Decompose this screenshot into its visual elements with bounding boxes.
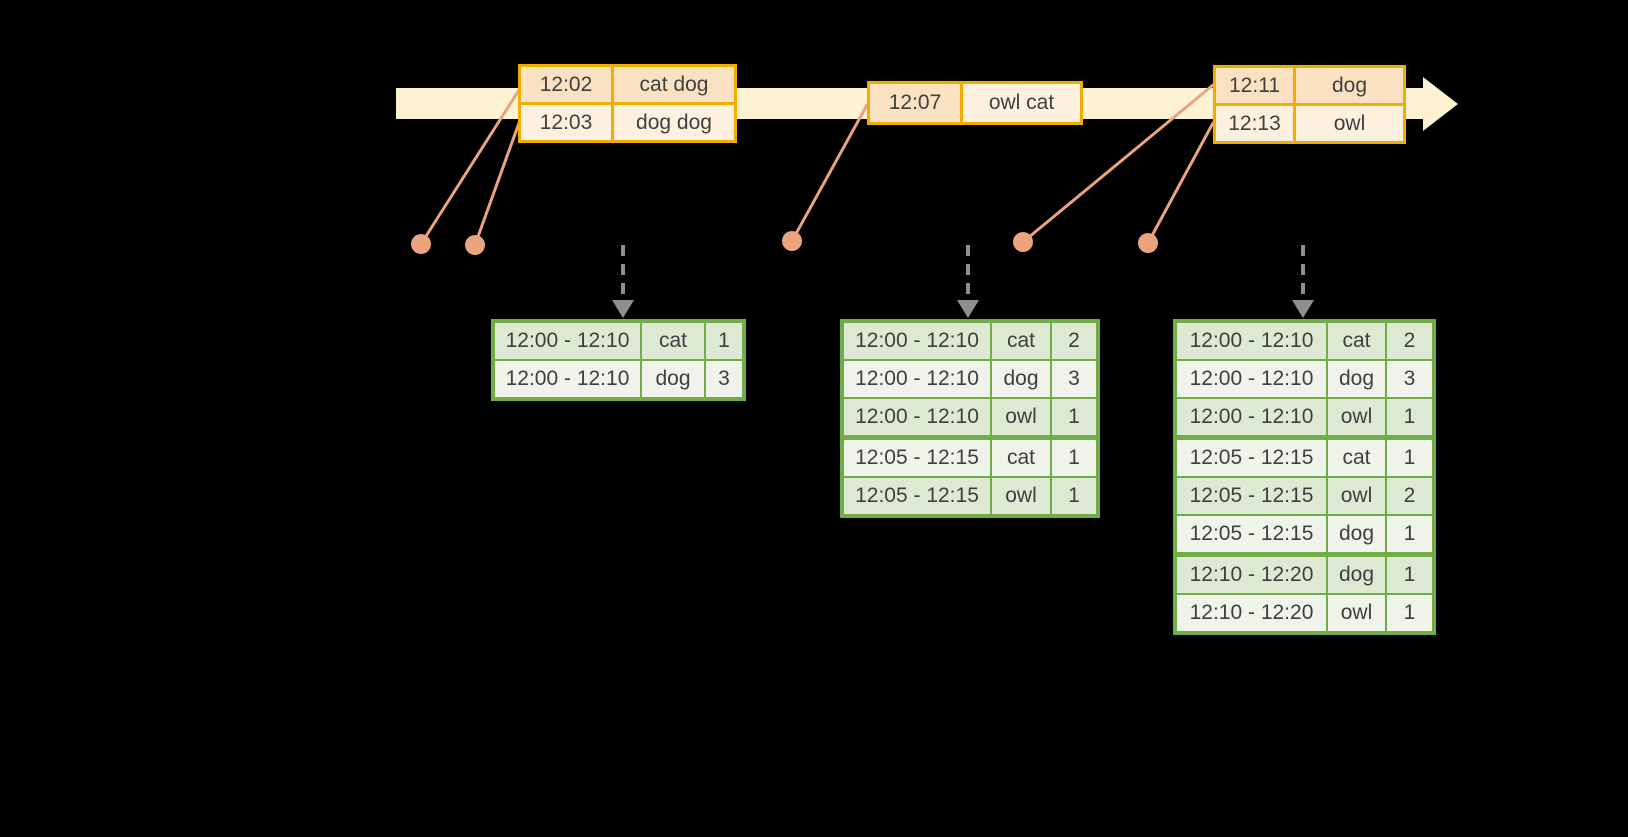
event-dot bbox=[1013, 232, 1033, 252]
count-cell: 1 bbox=[1385, 435, 1435, 478]
result-row: 12:00 - 12:10 owl 1 bbox=[841, 397, 1099, 439]
result-row: 12:00 - 12:10 dog 3 bbox=[1174, 359, 1435, 399]
count-cell: 2 bbox=[1050, 320, 1099, 361]
window-cell: 12:05 - 12:15 bbox=[1174, 476, 1328, 516]
word-cell: dog bbox=[1326, 359, 1387, 399]
event-words-cell: owl cat bbox=[960, 81, 1083, 125]
result-row: 12:05 - 12:15 cat 1 bbox=[1174, 435, 1435, 478]
event-time-cell: 12:02 bbox=[518, 64, 614, 105]
window-cell: 12:00 - 12:10 bbox=[1174, 397, 1328, 439]
result-row: 12:00 - 12:10 dog 3 bbox=[492, 359, 745, 400]
result-row: 12:05 - 12:15 dog 1 bbox=[1174, 514, 1435, 556]
event-table: 12:07 owl cat bbox=[867, 81, 1083, 125]
count-cell: 1 bbox=[704, 320, 745, 361]
count-cell: 3 bbox=[1385, 359, 1435, 399]
window-cell: 12:10 - 12:20 bbox=[1174, 552, 1328, 595]
word-cell: dog bbox=[990, 359, 1052, 399]
event-row: 12:07 owl cat bbox=[867, 81, 1083, 125]
event-words-cell: dog dog bbox=[611, 102, 737, 143]
count-cell: 1 bbox=[1050, 397, 1099, 439]
word-cell: owl bbox=[1326, 593, 1387, 634]
window-cell: 12:00 - 12:10 bbox=[492, 359, 642, 400]
count-cell: 1 bbox=[1385, 593, 1435, 634]
window-cell: 12:05 - 12:15 bbox=[1174, 514, 1328, 556]
window-cell: 12:05 - 12:15 bbox=[841, 476, 992, 517]
count-cell: 1 bbox=[1050, 476, 1099, 517]
result-row: 12:05 - 12:15 owl 2 bbox=[1174, 476, 1435, 516]
trigger-arrowhead-icon bbox=[612, 300, 634, 318]
window-cell: 12:05 - 12:15 bbox=[1174, 435, 1328, 478]
event-row: 12:03 dog dog bbox=[518, 102, 737, 143]
result-row: 12:00 - 12:10 dog 3 bbox=[841, 359, 1099, 399]
word-cell: owl bbox=[1326, 476, 1387, 516]
result-row: 12:00 - 12:10 cat 1 bbox=[492, 320, 745, 361]
count-cell: 2 bbox=[1385, 320, 1435, 361]
word-cell: dog bbox=[640, 359, 706, 400]
event-time-cell: 12:03 bbox=[518, 102, 614, 143]
result-row: 12:10 - 12:20 dog 1 bbox=[1174, 552, 1435, 595]
result-row: 12:00 - 12:10 owl 1 bbox=[1174, 397, 1435, 439]
word-cell: owl bbox=[990, 397, 1052, 439]
event-time-cell: 12:11 bbox=[1213, 65, 1296, 106]
event-row: 12:02 cat dog bbox=[518, 64, 737, 105]
event-dot bbox=[465, 235, 485, 255]
event-time-cell: 12:13 bbox=[1213, 103, 1296, 144]
word-cell: cat bbox=[1326, 320, 1387, 361]
word-cell: owl bbox=[1326, 397, 1387, 439]
word-cell: dog bbox=[1326, 514, 1387, 556]
count-cell: 2 bbox=[1385, 476, 1435, 516]
word-cell: cat bbox=[990, 435, 1052, 478]
event-words-cell: cat dog bbox=[611, 64, 737, 105]
result-row: 12:05 - 12:15 cat 1 bbox=[841, 435, 1099, 478]
event-table: 12:11 dog 12:13 owl bbox=[1213, 65, 1406, 144]
timeline-arrowhead-icon bbox=[1423, 77, 1458, 131]
event-dot bbox=[1138, 233, 1158, 253]
word-cell: dog bbox=[1326, 552, 1387, 595]
window-cell: 12:00 - 12:10 bbox=[841, 397, 992, 439]
result-row: 12:00 - 12:10 cat 2 bbox=[1174, 320, 1435, 361]
trigger-arrowhead-icon bbox=[1292, 300, 1314, 318]
word-cell: cat bbox=[1326, 435, 1387, 478]
event-table: 12:02 cat dog 12:03 dog dog bbox=[518, 64, 737, 143]
count-cell: 3 bbox=[1050, 359, 1099, 399]
connector-line bbox=[473, 121, 521, 247]
result-row: 12:10 - 12:20 owl 1 bbox=[1174, 593, 1435, 634]
window-cell: 12:00 - 12:10 bbox=[841, 320, 992, 361]
event-row: 12:13 owl bbox=[1213, 103, 1406, 144]
connector-line bbox=[1146, 121, 1215, 245]
window-cell: 12:00 - 12:10 bbox=[1174, 320, 1328, 361]
word-cell: owl bbox=[990, 476, 1052, 517]
event-time-cell: 12:07 bbox=[867, 81, 963, 125]
word-cell: cat bbox=[990, 320, 1052, 361]
count-cell: 1 bbox=[1385, 552, 1435, 595]
window-cell: 12:00 - 12:10 bbox=[841, 359, 992, 399]
event-words-cell: owl bbox=[1293, 103, 1406, 144]
window-cell: 12:05 - 12:15 bbox=[841, 435, 992, 478]
result-table: 12:00 - 12:10 cat 2 12:00 - 12:10 dog 3 … bbox=[1173, 319, 1436, 635]
window-cell: 12:00 - 12:10 bbox=[492, 320, 642, 361]
word-cell: cat bbox=[640, 320, 706, 361]
event-dot bbox=[782, 231, 802, 251]
event-dot bbox=[411, 234, 431, 254]
result-row: 12:05 - 12:15 owl 1 bbox=[841, 476, 1099, 517]
count-cell: 1 bbox=[1385, 397, 1435, 439]
result-table: 12:00 - 12:10 cat 1 12:00 - 12:10 dog 3 bbox=[491, 319, 746, 401]
event-words-cell: dog bbox=[1293, 65, 1406, 106]
event-row: 12:11 dog bbox=[1213, 65, 1406, 106]
connector-line bbox=[790, 103, 869, 243]
count-cell: 1 bbox=[1385, 514, 1435, 556]
count-cell: 1 bbox=[1050, 435, 1099, 478]
trigger-arrowhead-icon bbox=[957, 300, 979, 318]
result-row: 12:00 - 12:10 cat 2 bbox=[841, 320, 1099, 361]
window-cell: 12:10 - 12:20 bbox=[1174, 593, 1328, 634]
count-cell: 3 bbox=[704, 359, 745, 400]
window-cell: 12:00 - 12:10 bbox=[1174, 359, 1328, 399]
result-table: 12:00 - 12:10 cat 2 12:00 - 12:10 dog 3 … bbox=[840, 319, 1100, 518]
